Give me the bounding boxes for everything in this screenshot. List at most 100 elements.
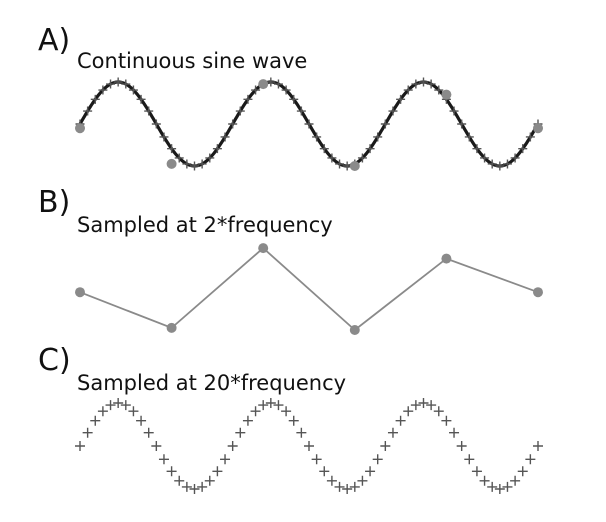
cross-marker (98, 85, 108, 95)
plus-marker (387, 427, 398, 438)
cross-marker (281, 85, 291, 95)
cross-marker (525, 132, 535, 142)
plus-marker (533, 441, 543, 451)
plus-marker (311, 454, 322, 465)
cross-marker (174, 153, 184, 163)
panel-b-sample-dots (75, 243, 543, 335)
cross-marker (373, 132, 383, 142)
plus-marker (197, 481, 208, 492)
plus-marker (174, 475, 185, 486)
plus-marker (365, 466, 376, 477)
sample-dot (258, 79, 269, 90)
cross-marker (273, 79, 283, 89)
plus-marker (304, 441, 314, 451)
panel-a-sample-dots (75, 79, 543, 171)
plus-marker (357, 475, 368, 486)
cross-marker (380, 119, 390, 129)
plus-marker (227, 441, 238, 451)
panel-b-letter: B) (38, 185, 70, 220)
cross-marker (296, 106, 306, 116)
cross-marker (487, 159, 497, 169)
cross-marker (457, 119, 467, 129)
cross-marker (426, 79, 436, 89)
plus-marker (265, 398, 276, 408)
cross-marker (434, 85, 444, 95)
sample-dot (441, 89, 452, 100)
plus-marker (105, 400, 116, 411)
cross-marker (205, 153, 215, 163)
sample-dot (75, 287, 85, 298)
cross-marker (159, 132, 169, 142)
plus-marker (120, 400, 131, 411)
sample-dot (533, 287, 543, 298)
cross-marker (480, 153, 490, 163)
cross-marker (121, 79, 131, 89)
cross-marker (144, 106, 154, 116)
plus-marker (334, 481, 345, 492)
cross-marker (228, 119, 238, 129)
cross-marker (472, 144, 482, 154)
plus-marker (441, 415, 452, 426)
cross-marker (396, 94, 406, 104)
panel-b-caption: Sampled at 2*frequency (77, 213, 333, 237)
cross-marker (312, 132, 322, 142)
cross-marker (357, 153, 367, 163)
plus-marker (242, 415, 253, 426)
cross-marker (190, 161, 199, 171)
cross-marker (502, 159, 512, 169)
cross-marker (251, 85, 261, 95)
sample-dot (441, 253, 452, 264)
plus-marker (517, 466, 528, 477)
plus-marker (143, 427, 154, 438)
plus-marker (281, 406, 292, 417)
plus-marker (288, 415, 299, 426)
cross-marker (212, 144, 222, 154)
cross-marker (83, 106, 93, 116)
plus-marker (487, 481, 498, 492)
plus-marker (395, 415, 406, 426)
cross-marker (403, 85, 413, 95)
sample-dot (533, 123, 543, 134)
panel-b: B) Sampled at 2*frequency (38, 185, 543, 335)
plus-marker (113, 398, 124, 408)
cross-marker (388, 106, 398, 116)
plus-marker (502, 481, 513, 492)
plus-marker (372, 454, 383, 465)
panel-a: A) Continuous sine wave (38, 23, 543, 171)
plus-marker (380, 441, 391, 451)
panel-c-caption: Sampled at 20*frequency (77, 371, 346, 395)
cross-marker (327, 153, 337, 163)
panel-c-plus-markers (75, 398, 543, 494)
plus-marker (510, 475, 521, 486)
plus-marker (319, 466, 330, 477)
cross-marker (197, 159, 207, 169)
plus-marker (258, 400, 269, 411)
plus-marker (166, 466, 177, 477)
sample-dot (75, 123, 85, 134)
sample-dot (166, 158, 177, 169)
plus-marker (449, 427, 460, 438)
plus-marker (349, 481, 360, 492)
plus-marker (418, 398, 429, 408)
plus-marker (90, 415, 101, 426)
plus-marker (342, 484, 353, 494)
plus-marker (273, 400, 284, 411)
cross-marker (266, 77, 276, 87)
plus-marker (158, 454, 169, 465)
cross-marker (289, 94, 299, 104)
sample-dot (166, 322, 177, 333)
plus-marker (136, 415, 147, 426)
plus-marker (296, 427, 307, 438)
cross-marker (182, 159, 192, 169)
cross-marker (128, 85, 138, 95)
cross-marker (151, 119, 161, 129)
plus-marker (128, 406, 139, 417)
cross-marker (518, 144, 528, 154)
plus-marker (204, 475, 215, 486)
plus-marker (525, 454, 536, 465)
panel-a-cross-markers (75, 77, 543, 171)
plus-marker (426, 400, 437, 411)
cross-marker (235, 106, 245, 116)
cross-marker (90, 94, 100, 104)
